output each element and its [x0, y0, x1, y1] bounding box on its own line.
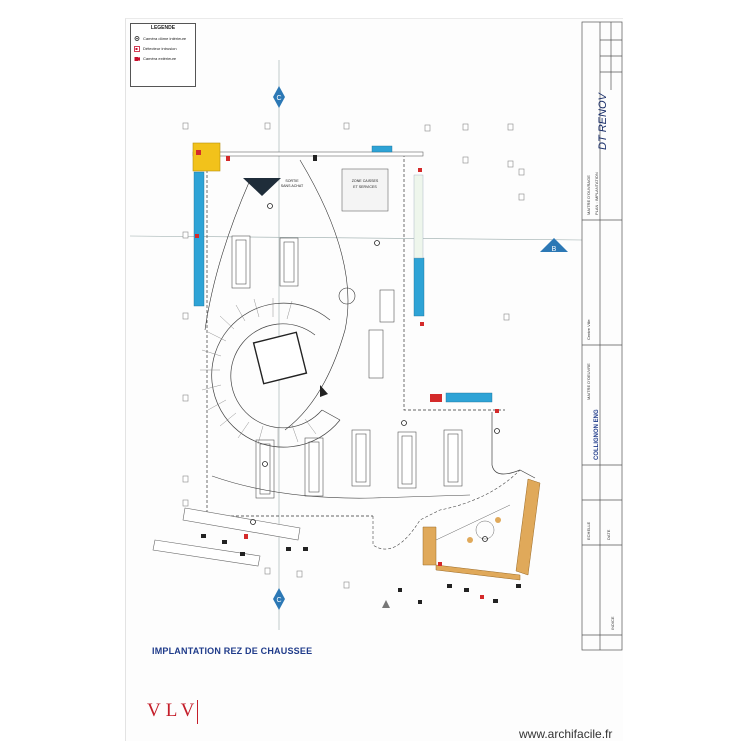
- legend-row-1: Caméra dôme intérieure: [134, 36, 195, 41]
- camera-dome-icon: [134, 36, 140, 41]
- legend-box: LEGENDE Caméra dôme intérieure Détecteur…: [130, 23, 196, 87]
- legend-row-2: Détecteur intrusion: [134, 46, 195, 52]
- plan-title: IMPLANTATION REZ DE CHAUSSEE: [152, 646, 313, 656]
- legend-label-3: Caméra extérieure: [143, 56, 177, 61]
- watermark-link[interactable]: www.archifacile.fr: [519, 727, 613, 741]
- handwritten-note: DT RENOV: [597, 92, 609, 151]
- svg-text:MAITRE D'OEUVRE: MAITRE D'OEUVRE: [586, 363, 591, 400]
- small-fixtures: [201, 155, 521, 604]
- svg-text:C: C: [276, 95, 281, 102]
- camera-ptz-icon: [134, 56, 140, 61]
- svg-text:SANS ACHAT: SANS ACHAT: [281, 184, 304, 188]
- svg-text:C: C: [276, 597, 281, 604]
- yellow-block: [192, 142, 221, 172]
- vlv-logo-bar: [197, 700, 198, 724]
- section-marker-c-bottom: C: [273, 588, 285, 610]
- section-marker-b-right: B: [540, 238, 568, 253]
- zone-b-label: ZONE CAISSES: [352, 179, 379, 183]
- svg-text:ET SERVICES: ET SERVICES: [353, 185, 377, 189]
- legend-label-2: Détecteur intrusion: [143, 46, 177, 51]
- zone-a-label: SORTIE: [285, 179, 299, 183]
- svg-text:DATE: DATE: [606, 529, 611, 540]
- cyan-fixtures: [193, 145, 493, 403]
- legend-label-1: Caméra dôme intérieure: [143, 36, 187, 41]
- svg-text:ECHELLE: ECHELLE: [586, 521, 591, 540]
- wood-display: [422, 478, 541, 581]
- drawing-sheet: [125, 18, 623, 741]
- entry-triangle: [243, 178, 281, 196]
- section-line-b: [129, 235, 583, 241]
- spiral-staircase: [211, 302, 341, 448]
- svg-text:PLAN : IMPLANTATION: PLAN : IMPLANTATION: [594, 172, 599, 215]
- firm-name: COLLIGNON ENG: [594, 409, 600, 460]
- columns: [182, 122, 525, 589]
- stair-treads: [200, 298, 317, 446]
- shelving: [231, 235, 463, 499]
- svg-text:MAITRE D'OUVRAGE: MAITRE D'OUVRAGE: [586, 175, 591, 215]
- svg-text:Centre Ville: Centre Ville: [586, 319, 591, 340]
- legend-title: LEGENDE: [150, 25, 176, 31]
- speaker-icon: [134, 46, 140, 52]
- legend-row-3: Caméra extérieure: [134, 56, 195, 61]
- svg-text:B: B: [552, 246, 557, 253]
- section-marker-c-top: C: [273, 86, 285, 108]
- camera-symbols: [250, 203, 500, 542]
- svg-text:INDICE: INDICE: [610, 616, 615, 630]
- stair-core: [252, 331, 308, 385]
- security-symbols: [195, 150, 499, 599]
- vlv-logo: VLV: [147, 700, 200, 721]
